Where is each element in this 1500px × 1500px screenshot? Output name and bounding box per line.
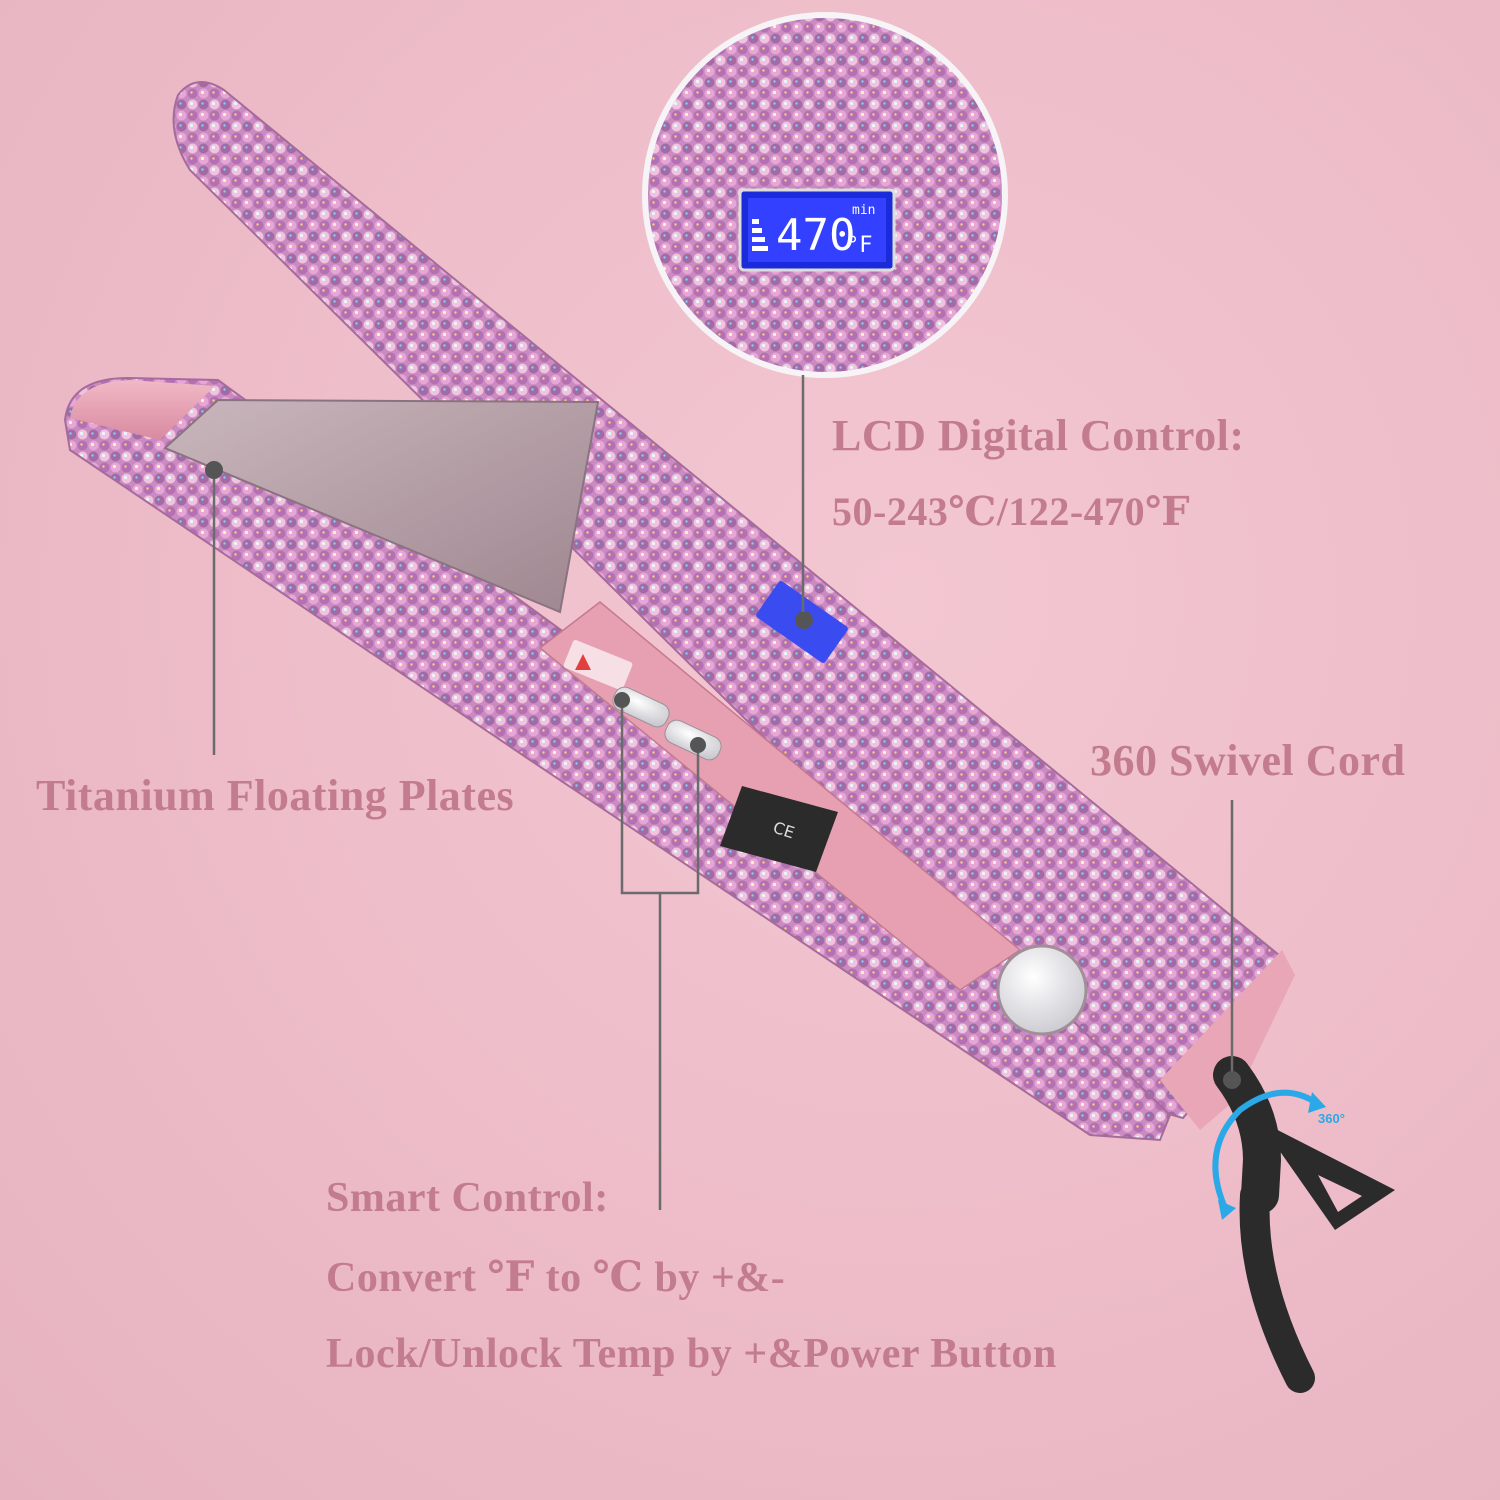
smart-line1: Convert ℉ to ℃ by +&-: [326, 1255, 786, 1301]
smart-line2: Lock/Unlock Temp by +&Power Button: [326, 1331, 1057, 1377]
certification-label: CE: [720, 786, 838, 872]
callout-lines: [212, 375, 1234, 1210]
lcd-zoom-reading: 470: [776, 210, 855, 261]
swivel-label: 360 Swivel Cord: [1090, 736, 1406, 785]
lower-arm: [63, 376, 1172, 1142]
button-callout-dot-right: [690, 737, 706, 753]
swivel-badge: 360°: [1318, 1111, 1345, 1126]
lcd-range: 50-243℃/122-470℉: [832, 489, 1191, 534]
lcd-title: LCD Digital Control:: [832, 411, 1245, 460]
lcd-zoom-mode: min: [852, 203, 875, 218]
lcd-zoom: 470 °F min: [642, 12, 1008, 378]
warning-sticker: [563, 640, 633, 690]
power-button[interactable]: [996, 944, 1088, 1036]
lcd-zoom-unit: °F: [846, 233, 873, 258]
plate-callout-dot: [205, 461, 223, 479]
hinge-end: [1160, 950, 1295, 1130]
warning-triangle-icon: [575, 654, 591, 670]
control-panel: [538, 601, 1022, 991]
lower-arm-tip: [70, 380, 215, 440]
titanium-plate: [163, 398, 600, 614]
swivel-cord: [1213, 1056, 1395, 1393]
rotate-arrows-icon: [1212, 1089, 1317, 1210]
lcd-callout-dot: [795, 611, 813, 629]
swivel-callout-dot: [1223, 1071, 1241, 1089]
smart-title: Smart Control:: [326, 1175, 609, 1221]
button-callout-dot-left: [614, 692, 630, 708]
plates-label: Titanium Floating Plates: [36, 771, 515, 820]
